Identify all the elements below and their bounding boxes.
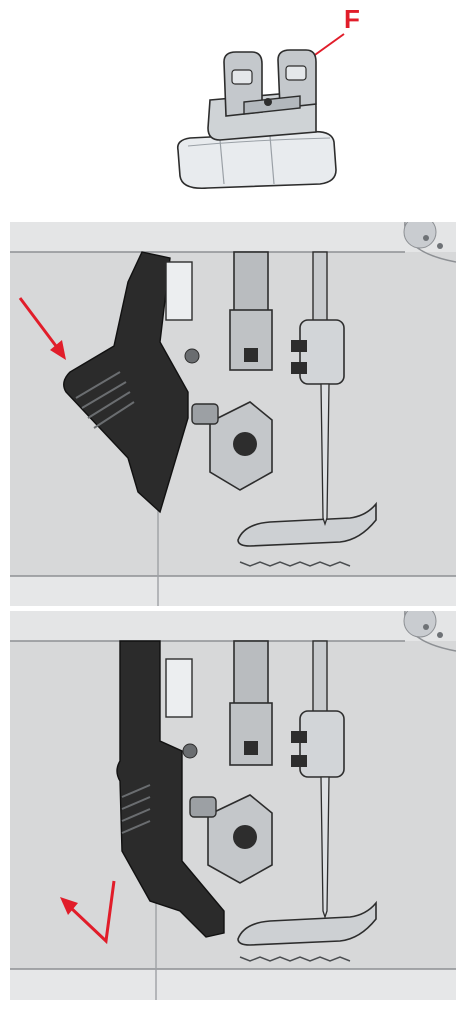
needle xyxy=(320,776,330,920)
presser-bar xyxy=(233,251,269,313)
callout-label-f: F xyxy=(344,4,360,34)
panel-2-drawing xyxy=(10,611,456,1000)
arrow-down-right-icon xyxy=(18,297,64,355)
release-lever xyxy=(116,640,225,938)
panel-lever-down xyxy=(10,222,456,606)
foot-sole xyxy=(176,130,337,190)
needle-clamp xyxy=(299,710,345,778)
panel-1-drawing xyxy=(10,222,456,606)
arrow-up-left-icon xyxy=(68,880,116,945)
panel-lever-up xyxy=(10,611,456,1000)
presser-foot-f-illustration xyxy=(160,0,400,190)
presser-bar xyxy=(233,640,269,706)
needle xyxy=(320,383,330,527)
presser-foot-f-icon xyxy=(176,33,345,190)
